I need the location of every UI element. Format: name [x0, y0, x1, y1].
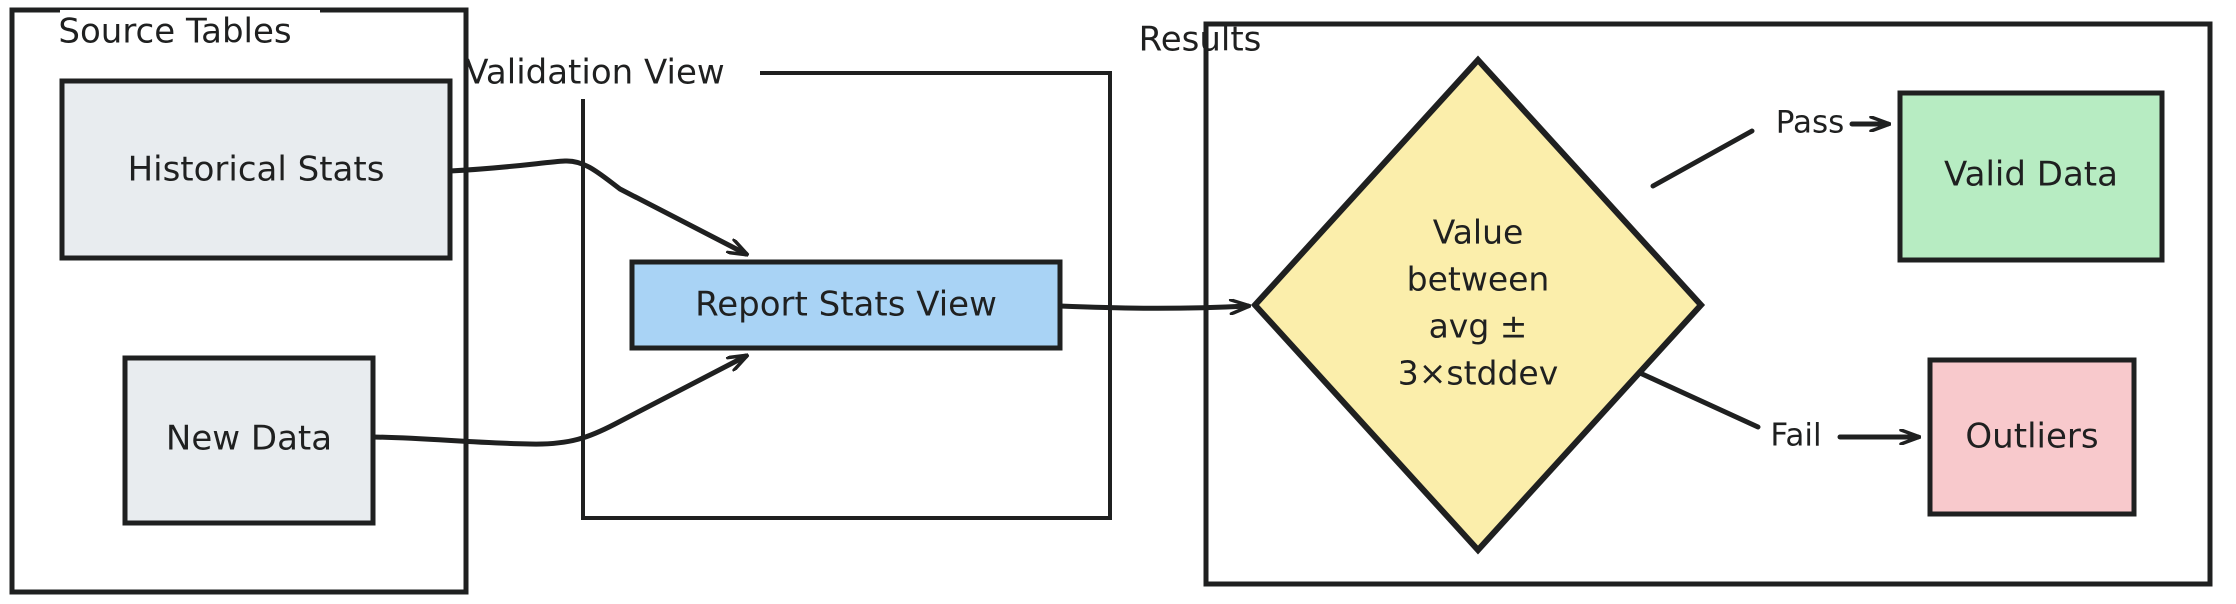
historical-stats-label: Historical Stats [128, 150, 385, 190]
outliers-box[interactable] [1927, 357, 2137, 517]
edge-label-pass: Pass [1776, 105, 1845, 141]
node-new-data[interactable]: New Data [122, 355, 376, 526]
edge-new-data-to-report-stats-view [370, 356, 746, 447]
cluster-source-tables-label-mask [60, 10, 320, 56]
node-value-check[interactable]: Value between avg ± 3×stddev [1250, 55, 1706, 555]
new-data-label: New Data [166, 419, 332, 459]
node-historical-stats[interactable]: Historical Stats [59, 78, 453, 261]
value-check-line-1: Value [1433, 213, 1524, 252]
node-outliers[interactable]: Outliers [1927, 357, 2137, 517]
edges [370, 124, 1918, 447]
historical-stats-box[interactable] [59, 78, 453, 261]
cluster-results-label: Results [1139, 20, 1262, 60]
edge-value-check-fail-line [1637, 370, 1761, 430]
value-check-line-3: avg ± [1429, 307, 1528, 346]
edge-historical-stats-to-report-stats-view [447, 158, 746, 254]
report-stats-view-box[interactable] [629, 259, 1063, 351]
node-report-stats-view[interactable]: Report Stats View [629, 259, 1063, 351]
outliers-label: Outliers [1965, 417, 2098, 457]
value-check-diamond[interactable] [1250, 55, 1706, 555]
value-check-line-4: 3×stddev [1398, 354, 1559, 393]
edge-labels: Pass Fail [1770, 105, 1844, 454]
cluster-source-tables-label: Source Tables [58, 12, 291, 52]
node-valid-data[interactable]: Valid Data [1897, 90, 2165, 263]
valid-data-box[interactable] [1897, 90, 2165, 263]
new-data-box[interactable] [122, 355, 376, 526]
cluster-validation-view-label-mask [470, 55, 760, 99]
edge-label-fail: Fail [1770, 418, 1821, 454]
edge-value-check-pass-line [1650, 128, 1755, 189]
cluster-validation-view-label: Validation View [465, 53, 724, 93]
valid-data-label: Valid Data [1944, 155, 2118, 195]
report-stats-view-label: Report Stats View [695, 285, 997, 325]
value-check-line-2: between [1407, 260, 1550, 299]
edge-report-stats-view-to-value-check [1057, 306, 1248, 308]
